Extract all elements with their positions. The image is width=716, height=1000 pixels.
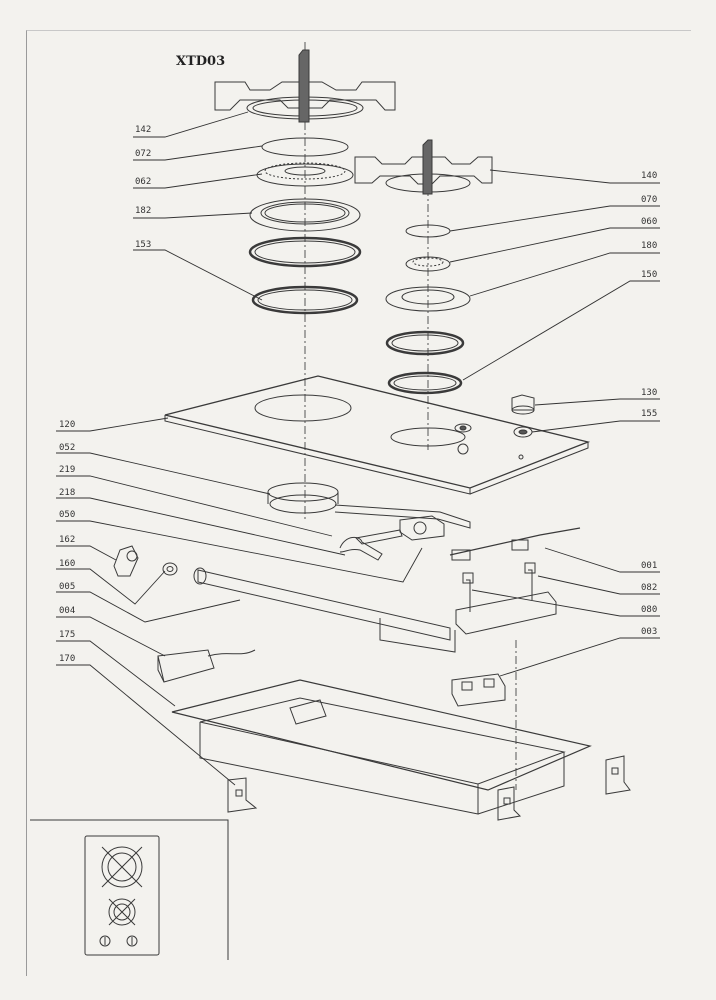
washer <box>162 562 178 576</box>
label-170: 170 <box>59 654 76 664</box>
mounting-bracket-right <box>605 755 631 795</box>
seal-ring-large <box>248 236 362 268</box>
leader-lines <box>56 111 660 786</box>
thermocouple-lead <box>449 527 581 561</box>
burner-head-small <box>405 256 451 272</box>
drawing-frame <box>26 30 691 976</box>
bottom-casing <box>171 679 592 815</box>
label-219: 219 <box>59 465 76 475</box>
pan-support-small <box>354 139 493 195</box>
label-182: 182 <box>135 206 152 216</box>
label-001: 001 <box>641 561 658 571</box>
gasket-small <box>387 371 463 395</box>
label-175: 175 <box>59 630 76 640</box>
elbow-connector <box>113 545 139 577</box>
spark-generator <box>157 649 256 683</box>
label-070: 070 <box>641 195 658 205</box>
label-153: 153 <box>135 240 152 250</box>
control-knob <box>454 394 535 438</box>
label-003: 003 <box>641 627 658 637</box>
label-180: 180 <box>641 241 658 251</box>
label-218: 218 <box>59 488 76 498</box>
label-052: 052 <box>59 443 76 453</box>
label-080: 080 <box>641 605 658 615</box>
label-155: 155 <box>641 409 658 419</box>
cap-large <box>261 137 349 157</box>
ignition-switch <box>451 673 506 707</box>
label-062: 062 <box>135 177 152 187</box>
burner-head-large <box>256 162 354 187</box>
gas-valve-block <box>455 562 557 635</box>
inset-detail-frame <box>30 819 229 960</box>
label-150: 150 <box>641 270 658 280</box>
label-050: 050 <box>59 510 76 520</box>
label-060: 060 <box>641 217 658 227</box>
diagram-title: XTD03 <box>176 54 226 69</box>
pan-support-large <box>214 49 396 123</box>
inset-knobs <box>99 935 138 947</box>
label-072: 072 <box>135 149 152 159</box>
inset-burner-small <box>108 898 136 926</box>
mounting-bracket-middle <box>497 786 522 821</box>
label-120: 120 <box>59 420 76 430</box>
label-005: 005 <box>59 582 76 592</box>
label-004: 004 <box>59 606 76 616</box>
label-140: 140 <box>641 171 658 181</box>
gas-manifold-tube <box>193 567 456 653</box>
label-142: 142 <box>135 125 152 135</box>
label-162: 162 <box>59 535 76 545</box>
mounting-bracket-left <box>227 777 258 813</box>
label-160: 160 <box>59 559 76 569</box>
gasket-large <box>251 285 359 315</box>
trim-ring-large <box>249 198 361 232</box>
seal-ring-small <box>385 330 465 356</box>
glass-top-plate <box>164 375 591 495</box>
injector-assembly <box>339 515 445 561</box>
trim-ring-small <box>385 286 471 312</box>
inset-burner-large <box>101 846 143 888</box>
label-130: 130 <box>641 388 658 398</box>
label-082: 082 <box>641 583 658 593</box>
